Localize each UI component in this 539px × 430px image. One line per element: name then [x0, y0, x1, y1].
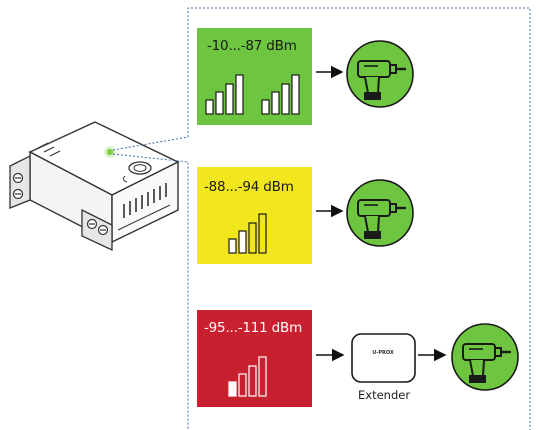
extender-icon: U-PROX — [351, 333, 416, 383]
extender-label: Extender — [358, 388, 411, 402]
signal-bars-icon — [205, 74, 244, 115]
extender-brand-logo: U-PROX — [372, 350, 394, 356]
signal-bars-icon — [261, 74, 300, 115]
signal-panel-weak: -95...-111 dBm — [197, 310, 312, 407]
signal-panel-strong: -10...-87 dBm — [197, 28, 312, 125]
signal-panel-medium: -88...-94 dBm — [197, 167, 312, 264]
signal-bars-icon — [228, 213, 267, 254]
signal-level-label: -88...-94 dBm — [204, 179, 294, 195]
signal-level-label: -95...-111 dBm — [204, 320, 303, 336]
drill-icon — [346, 40, 414, 108]
signal-level-label: -10...-87 dBm — [207, 38, 297, 54]
relay-device-illustration — [9, 121, 180, 252]
status-led — [106, 148, 114, 156]
drill-icon — [346, 179, 414, 247]
panel-background — [197, 310, 312, 407]
panel-background — [197, 167, 312, 264]
drill-icon — [451, 323, 519, 391]
signal-bars-icon — [228, 356, 267, 397]
